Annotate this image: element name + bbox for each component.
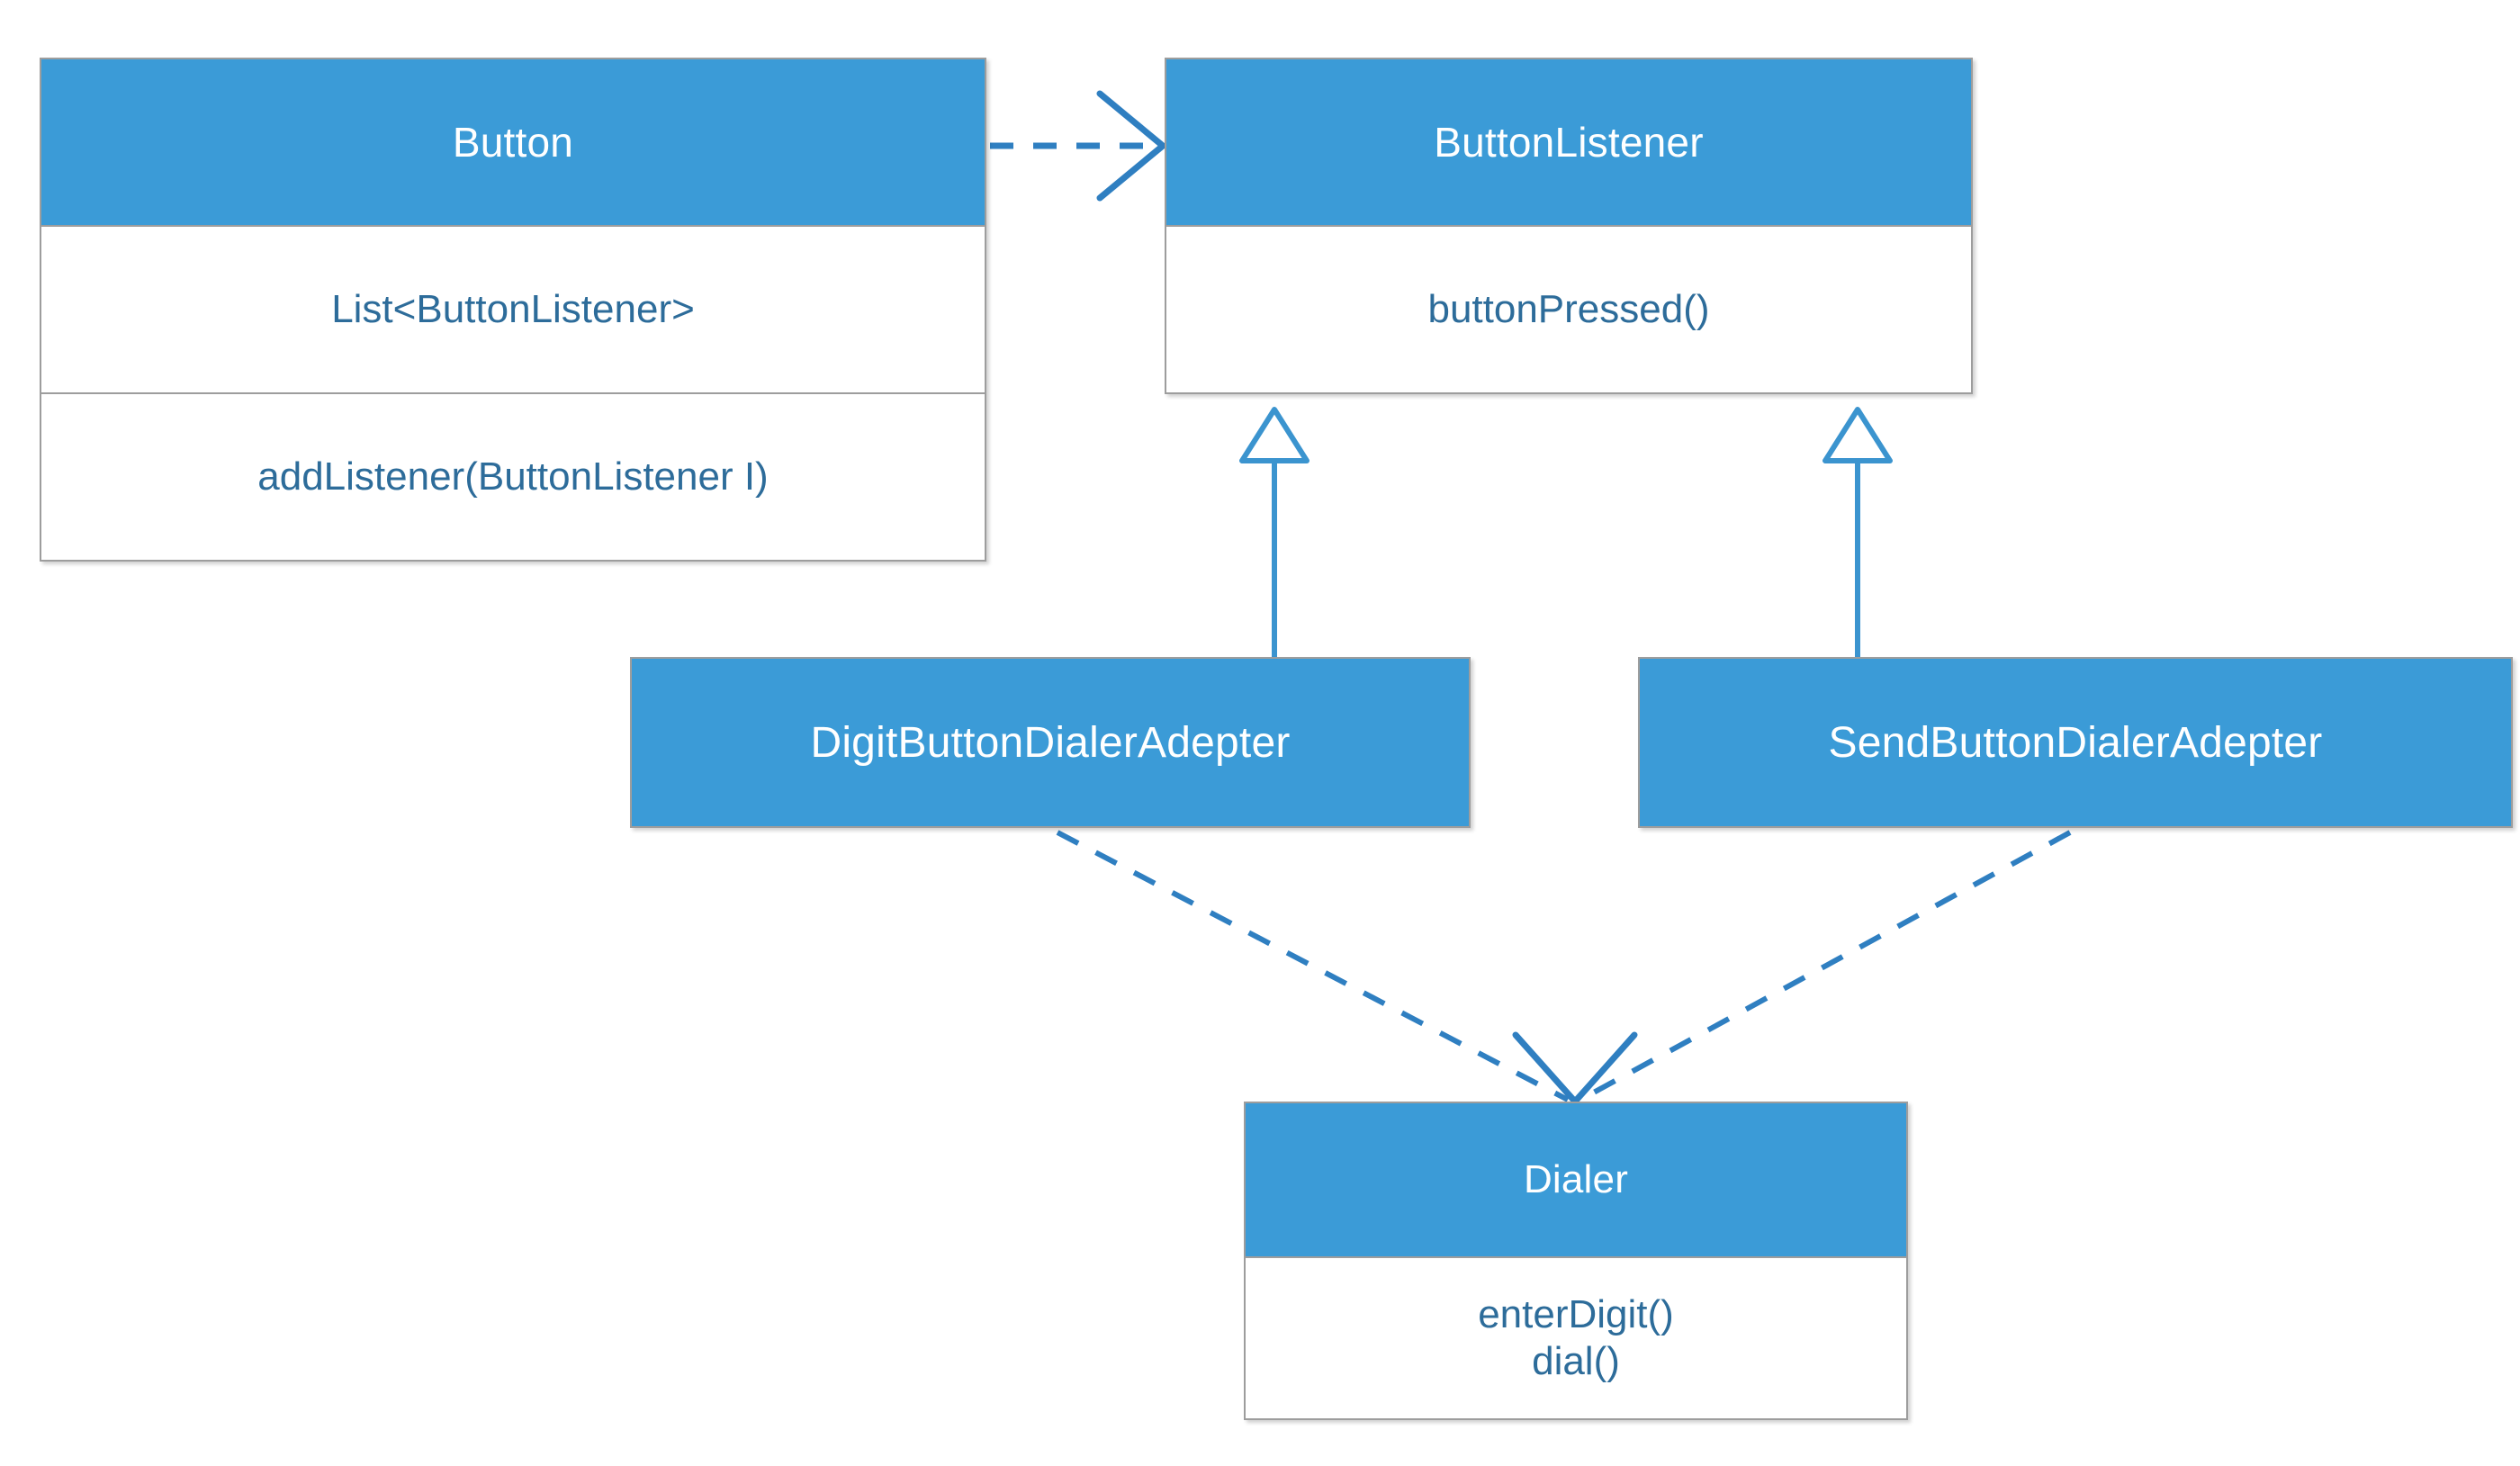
class-box-dialer[interactable]: Dialer enterDigit() dial() [1244, 1102, 1908, 1420]
class-box-send-button-dialer-adepter[interactable]: SendButtonDialerAdepter [1638, 657, 2513, 828]
class-box-button[interactable]: Button List<ButtonListener> addListener(… [40, 58, 986, 562]
open-arrowhead-icon [1512, 1031, 1638, 1105]
class-name-button-listener: ButtonListener [1166, 59, 1971, 225]
class-name-dialer: Dialer [1246, 1103, 1906, 1256]
open-arrowhead-icon [1096, 90, 1166, 202]
edge-digitadapter-implements-buttonlistener [1239, 407, 1310, 657]
class-box-button-listener[interactable]: ButtonListener buttonPressed() [1165, 58, 1973, 394]
edge-digitadapter-uses-dialer [1056, 830, 1570, 1102]
class-box-digit-button-dialer-adepter[interactable]: DigitButtonDialerAdepter [630, 657, 1471, 828]
class-operations-dialer: enterDigit() dial() [1246, 1256, 1906, 1418]
hollow-triangle-arrowhead-icon [1822, 407, 1893, 463]
edge-button-uses-buttonlistener [990, 90, 1166, 202]
class-name-digit-button-dialer-adepter: DigitButtonDialerAdepter [632, 659, 1469, 826]
edge-sendadapter-uses-dialer [1579, 830, 2072, 1102]
class-operations-button-listener: buttonPressed() [1166, 225, 1971, 392]
dependency-line [1056, 830, 1570, 1102]
edge-sendadapter-implements-buttonlistener [1822, 407, 1893, 657]
dependency-line [1579, 830, 2072, 1102]
class-operations-button: addListener(ButtonListener I) [41, 392, 985, 560]
dialer-incoming-arrowhead [1512, 1031, 1638, 1105]
class-attributes-button: List<ButtonListener> [41, 225, 985, 392]
class-name-send-button-dialer-adepter: SendButtonDialerAdepter [1640, 659, 2511, 826]
class-name-button: Button [41, 59, 985, 225]
hollow-triangle-arrowhead-icon [1239, 407, 1310, 463]
